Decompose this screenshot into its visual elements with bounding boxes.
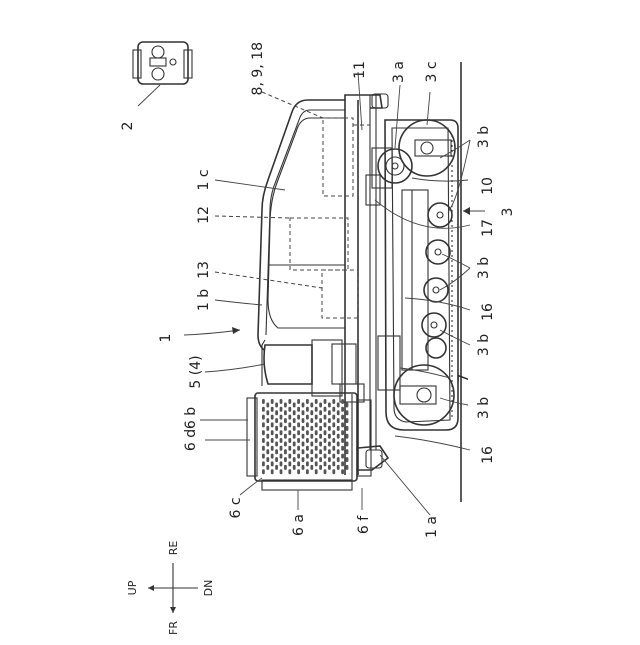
label-6f: 6 f bbox=[356, 515, 372, 534]
label-6d: 6 d bbox=[183, 429, 199, 451]
label-3a: 3 a bbox=[391, 61, 407, 83]
direction-dn: DN bbox=[202, 580, 215, 597]
label-7: 7 bbox=[456, 374, 472, 383]
label-6b: 6 b bbox=[183, 407, 199, 429]
label-16-a: 16 bbox=[480, 303, 496, 321]
direction-re: RE bbox=[167, 541, 180, 556]
label-6c: 6 c bbox=[228, 497, 244, 518]
grille-mesh bbox=[262, 399, 348, 474]
label-10: 10 bbox=[480, 177, 496, 195]
label-8-9-18: 8, 9, 18 bbox=[250, 42, 266, 95]
label-1b: 1 b bbox=[196, 289, 212, 311]
guard-pipe bbox=[258, 100, 345, 350]
label-3b-top: 3 b bbox=[476, 126, 492, 148]
direction-up: UP bbox=[126, 580, 139, 595]
label-13: 13 bbox=[196, 261, 212, 279]
label-11: 11 bbox=[352, 61, 368, 79]
label-12: 12 bbox=[196, 206, 212, 224]
front-idler-wheel bbox=[394, 365, 454, 425]
reference-labels: 2 8, 9, 18 11 3 a 3 c 3 b 10 3 17 3 b 16… bbox=[120, 42, 516, 538]
label-3b-bot: 3 b bbox=[476, 397, 492, 419]
label-6a: 6 a bbox=[291, 514, 307, 536]
label-3b-mid: 3 b bbox=[476, 257, 492, 279]
label-3c: 3 c bbox=[424, 61, 440, 82]
direction-fr: FR bbox=[167, 621, 180, 635]
cutter-unit bbox=[247, 393, 371, 490]
label-3: 3 bbox=[500, 208, 516, 217]
label-3b-low: 3 b bbox=[476, 334, 492, 356]
direction-indicator: UP DN RE FR bbox=[126, 541, 215, 635]
label-17: 17 bbox=[480, 219, 496, 237]
label-1: 1 bbox=[158, 334, 174, 343]
label-16-b: 16 bbox=[480, 446, 496, 464]
remote-controller bbox=[133, 42, 192, 106]
drive-sprocket bbox=[366, 148, 412, 205]
label-2: 2 bbox=[120, 122, 136, 131]
label-1c: 1 c bbox=[196, 169, 212, 190]
label-1a: 1 a bbox=[424, 516, 440, 538]
label-5-4: 5 (4) bbox=[188, 355, 204, 388]
